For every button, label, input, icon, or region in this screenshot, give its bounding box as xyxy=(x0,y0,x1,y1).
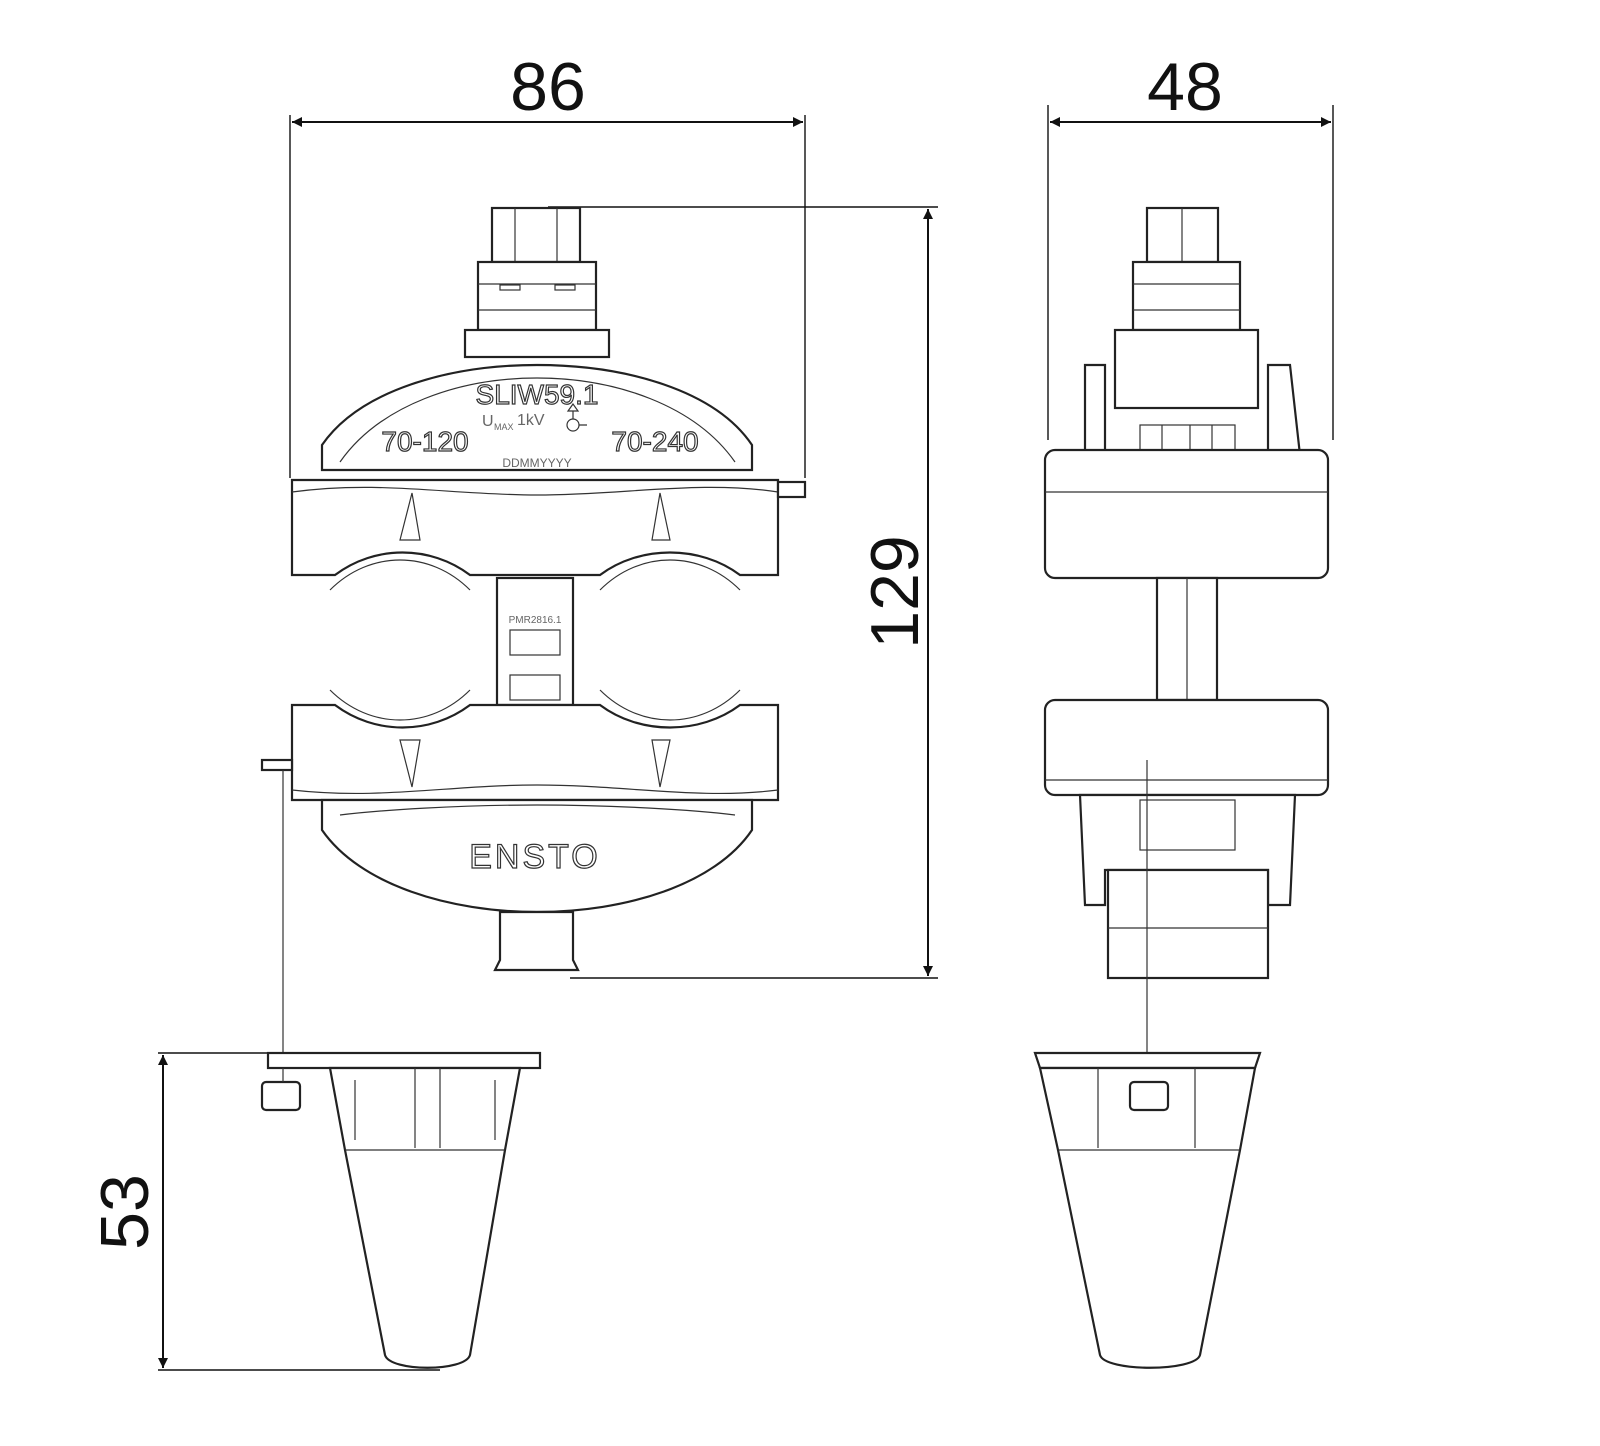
tag xyxy=(260,1080,302,1112)
end-cap-flange-side xyxy=(1033,1051,1262,1070)
lower-jaw xyxy=(290,703,780,802)
brand-marking: ENSTO xyxy=(469,838,601,876)
dimension-label-53: 53 xyxy=(87,1174,163,1250)
side-view-connector xyxy=(1033,206,1330,1369)
umax-u: U xyxy=(482,413,494,430)
voltage-marking: 1kV xyxy=(517,412,545,429)
tag-side xyxy=(1128,1080,1170,1112)
date-code-marking: DDMMYYYY xyxy=(502,456,571,470)
dimension-label-86: 86 xyxy=(510,49,586,125)
upper-jaw xyxy=(290,478,780,577)
part-code-marking: PMR2816.1 xyxy=(509,615,562,626)
umax-sub: MAX xyxy=(494,422,514,432)
lower-jaw-side xyxy=(1043,698,1330,797)
upper-housing xyxy=(320,363,754,472)
upper-jaw-side xyxy=(1043,448,1330,580)
model-marking: SLIW59.1 xyxy=(476,379,599,410)
dimension-label-129: 129 xyxy=(857,535,933,648)
dimension-48: 48 xyxy=(1047,49,1334,440)
front-view-connector: SLIW59.1 U MAX 1kV 70-120 70-240 DDMMYYY… xyxy=(260,206,807,1369)
end-cap-flange xyxy=(266,1051,542,1070)
dimension-129: 129 xyxy=(548,206,938,979)
end-cap xyxy=(328,1066,522,1369)
dimension-label-48: 48 xyxy=(1147,49,1223,125)
center-stem xyxy=(495,576,575,707)
torque-symbol-icon xyxy=(566,402,587,432)
dimension-86: 86 xyxy=(289,49,806,478)
bolt-nut xyxy=(490,206,582,264)
range-tap-marking: 70-240 xyxy=(611,426,698,457)
end-cap-side xyxy=(1038,1066,1257,1369)
dimension-53: 53 xyxy=(87,1052,440,1371)
range-main-marking: 70-120 xyxy=(381,426,468,457)
